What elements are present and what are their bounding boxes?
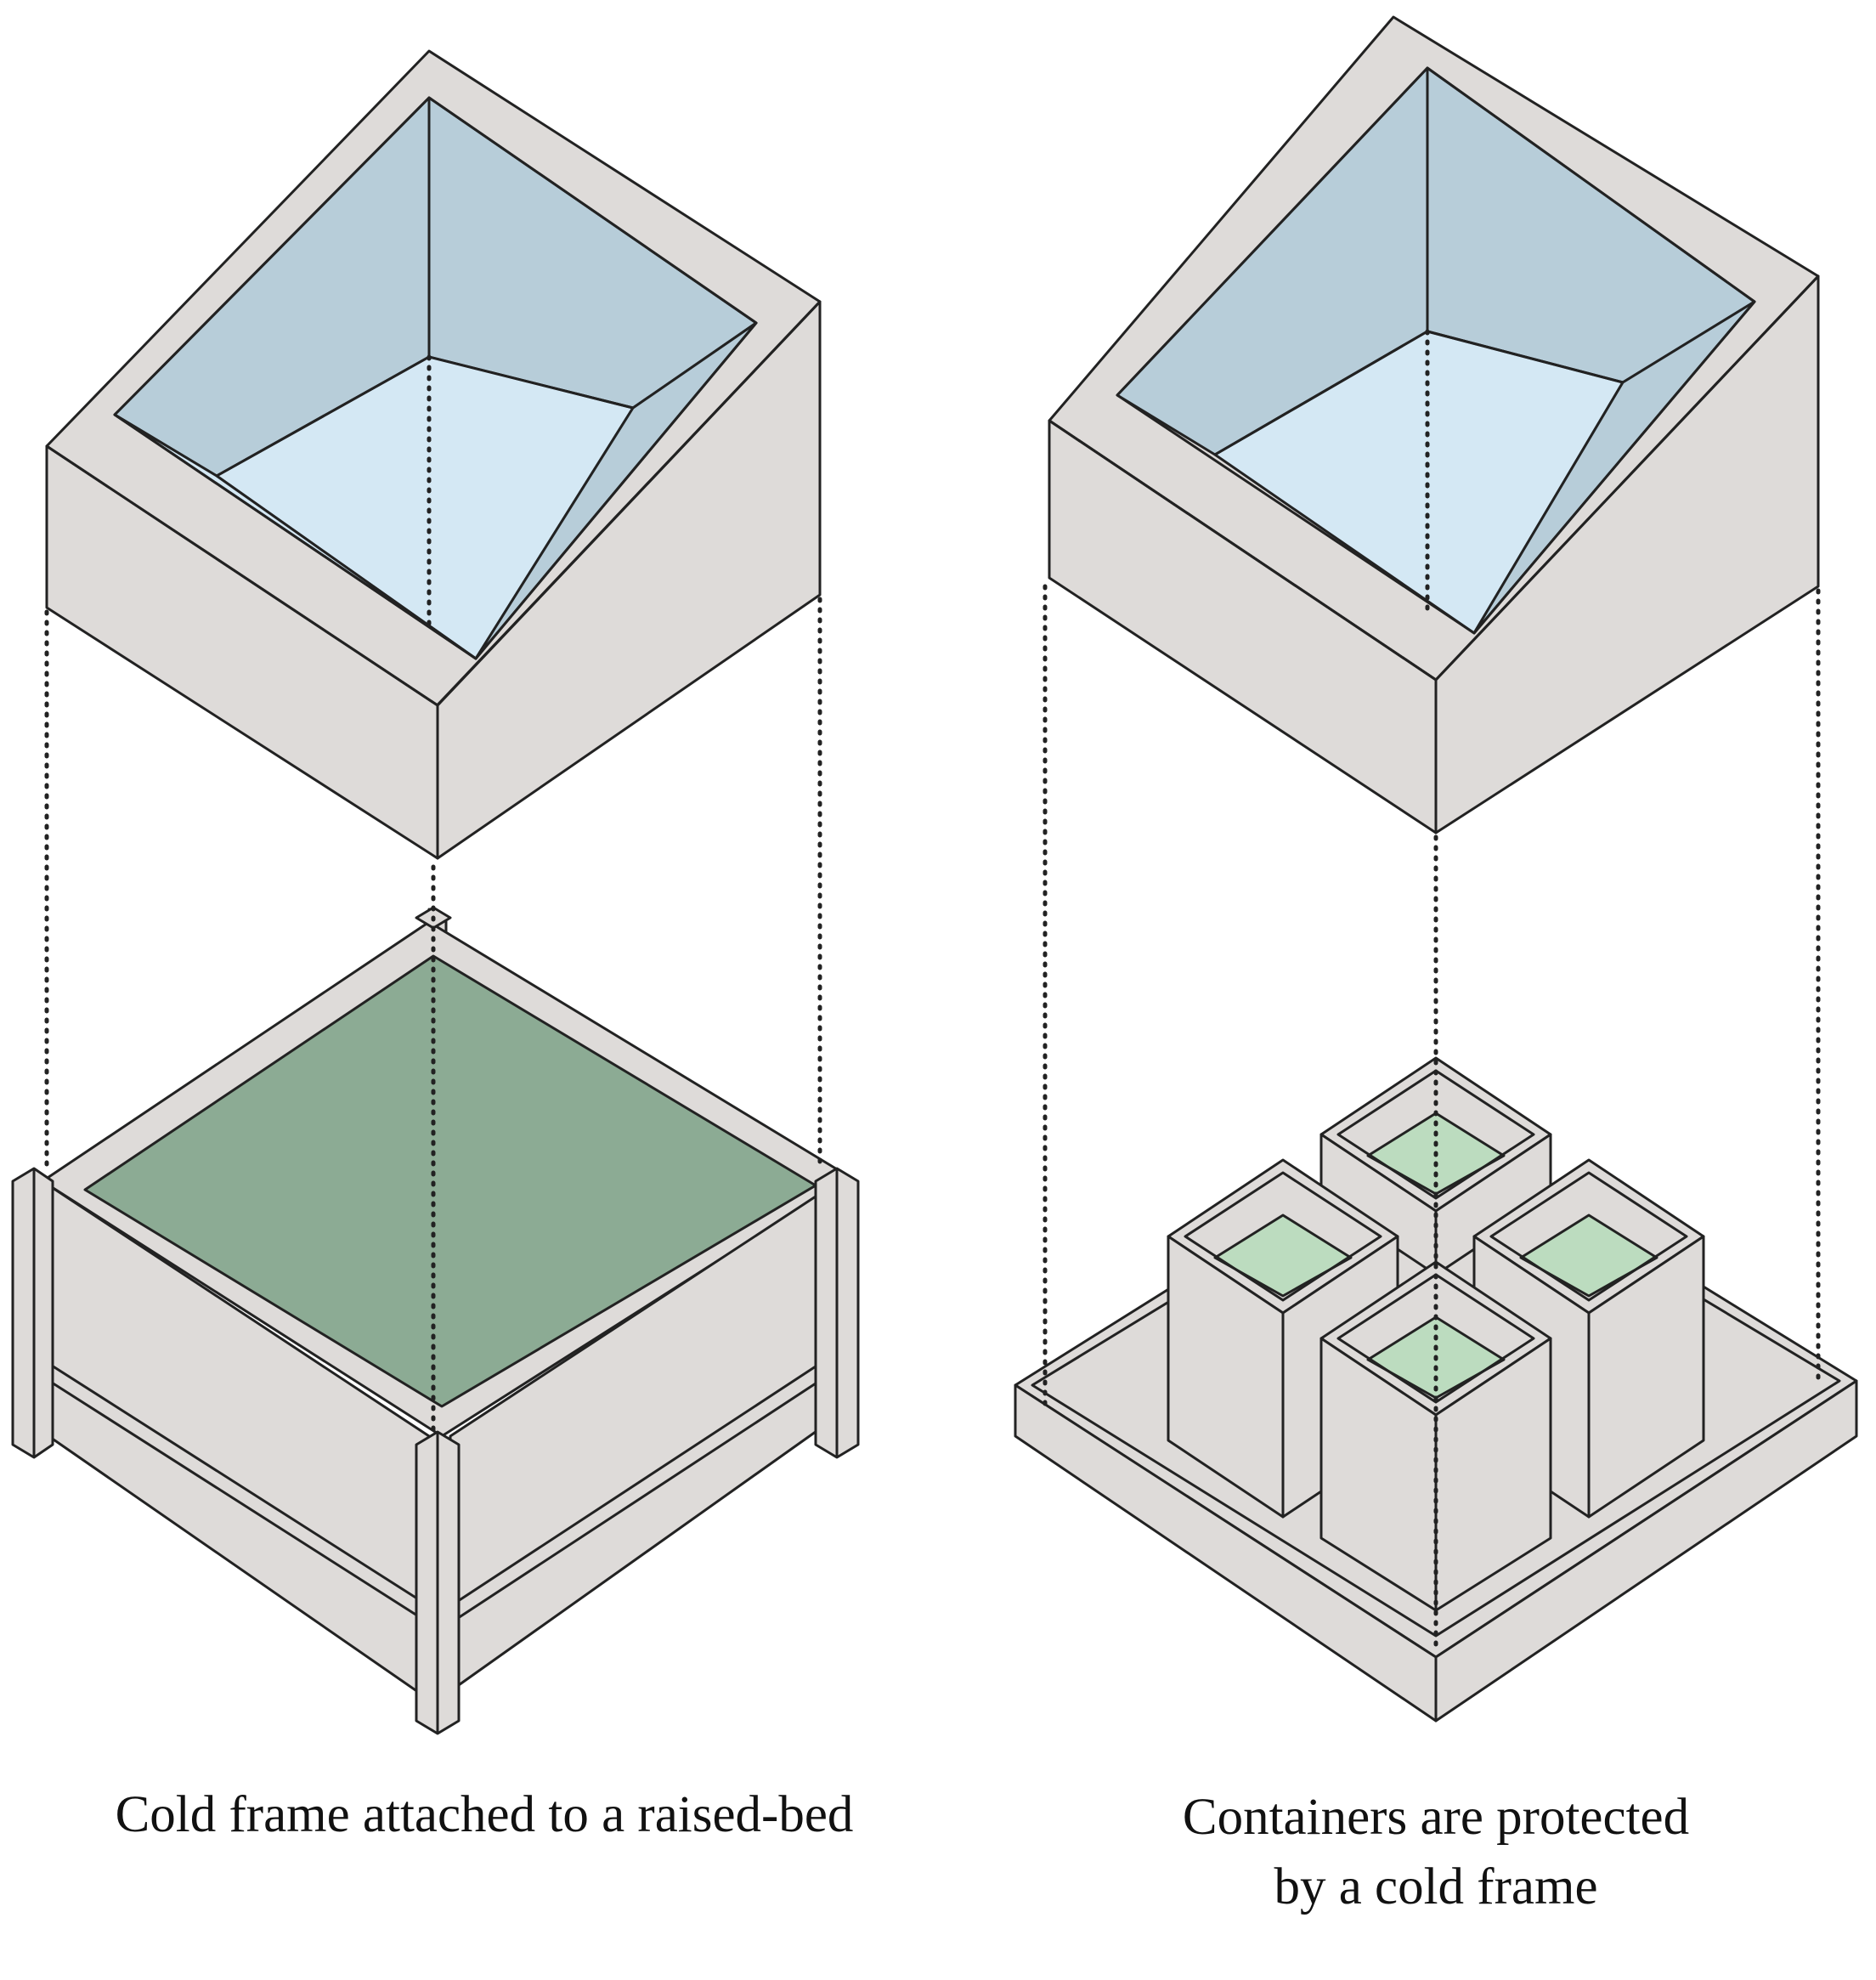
left-raised-bed [11, 864, 860, 1735]
left-cold-frame [45, 49, 822, 860]
caption-containers-line-1: Containers are protected [1182, 1789, 1690, 1846]
caption-containers-line-2: by a cold frame [1274, 1858, 1598, 1915]
container-front [1319, 1260, 1552, 1612]
caption-raised-bed: Cold frame attached to a raised-bed [8, 1780, 960, 1850]
caption-containers: Containers are protected by a cold frame [977, 1783, 1876, 1922]
caption-raised-bed-text: Cold frame attached to a raised-bed [115, 1786, 854, 1843]
right-cold-frame [1048, 15, 1820, 834]
